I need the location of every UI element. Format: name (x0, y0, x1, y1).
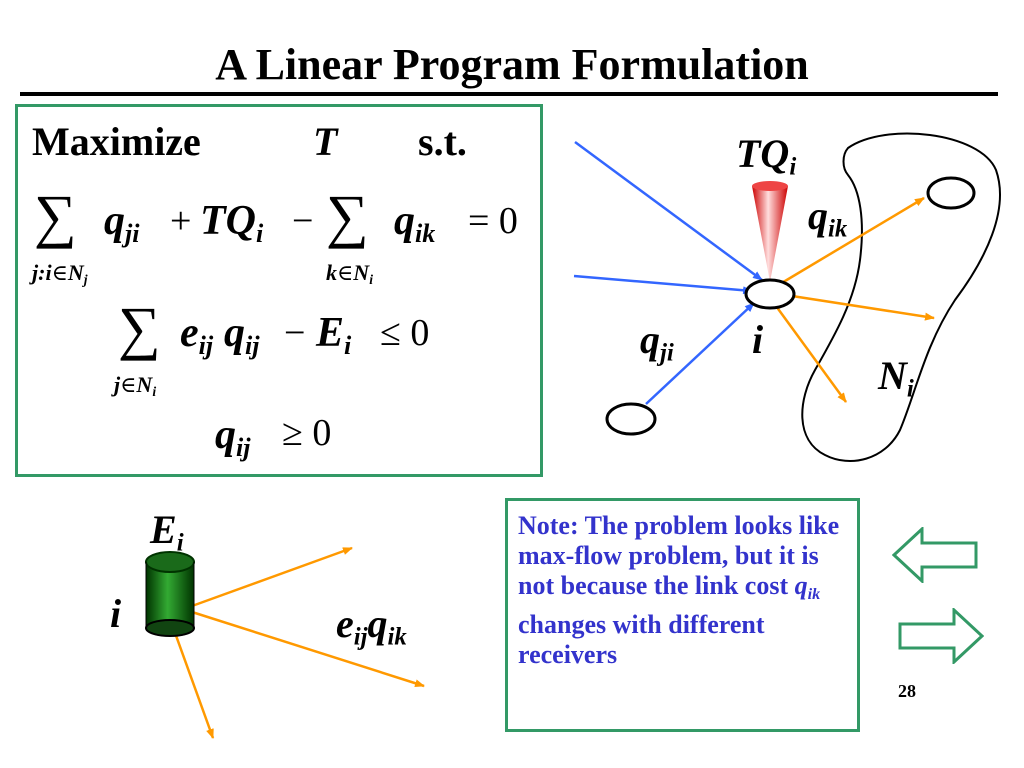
var-q: qik (394, 198, 436, 248)
var-q: qji (104, 198, 140, 248)
tq-cone (752, 186, 788, 282)
node-neighbor (926, 176, 976, 210)
plus-sign: + (170, 200, 192, 242)
label-node-i: i (110, 591, 122, 636)
var-TQ: TQi (200, 198, 264, 248)
note-variable: qik (794, 571, 821, 603)
broadcast-link (191, 546, 353, 608)
right-arrow-icon[interactable] (896, 608, 984, 664)
tq-cone-top (752, 181, 788, 191)
label-q-ji: qji (640, 317, 674, 367)
outgoing-link (774, 305, 848, 403)
label-N-i: Ni (878, 353, 914, 403)
sum-index: k∈Ni (326, 260, 373, 288)
minus-sign: − (284, 312, 306, 354)
objective-variable: T (313, 119, 338, 164)
equals-zero: = 0 (468, 200, 518, 242)
incoming-link (574, 140, 763, 282)
subject-to-label: s.t. (418, 119, 467, 164)
sum-symbol: ∑ (34, 183, 77, 249)
sum-index: j∈Ni (114, 372, 157, 400)
node-source (605, 402, 657, 436)
neighborhood-region (801, 132, 1001, 463)
note-box: Note: The problem looks like max-flow pr… (505, 498, 860, 732)
note-text: changes with different receivers (518, 609, 765, 669)
minus-sign: − (292, 200, 314, 242)
incoming-link (645, 302, 755, 405)
broadcast-link (172, 629, 215, 739)
sum-symbol: ∑ (118, 295, 161, 361)
title-underline (20, 92, 998, 96)
node-i (744, 278, 796, 310)
var-E: Ei (316, 310, 352, 360)
var-q: qij (215, 412, 251, 462)
leq-zero: ≤ 0 (380, 312, 430, 354)
geq-zero: ≥ 0 (282, 412, 332, 454)
outgoing-link (779, 196, 925, 286)
maximize-label: Maximize (32, 119, 201, 164)
label-E-i: Ei (150, 507, 184, 557)
battery-icon (145, 551, 195, 637)
var-e: eij (180, 310, 214, 360)
note-text: Note: The problem looks like max-flow pr… (518, 511, 840, 600)
incoming-link (573, 274, 753, 295)
sum-index: j:i∈Nj (32, 260, 88, 288)
left-arrow-icon[interactable] (892, 527, 980, 583)
label-e-ij-q-ik: eijqik (336, 601, 407, 651)
sum-symbol: ∑ (326, 183, 369, 249)
var-q: qij (224, 310, 260, 360)
label-TQ: TQi (736, 131, 797, 181)
slide-title: A Linear Program Formulation (215, 40, 809, 89)
page-number: 28 (898, 681, 916, 701)
label-node-i: i (752, 317, 764, 362)
outgoing-link (791, 294, 935, 321)
broadcast-link (191, 610, 425, 688)
lp-formulation-box (15, 104, 543, 477)
label-q-ik: qik (808, 193, 848, 243)
